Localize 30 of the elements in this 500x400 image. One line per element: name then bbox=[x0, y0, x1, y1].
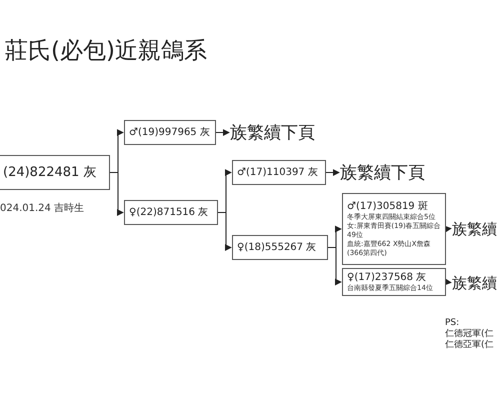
ring-number: ♀(22)871516 灰 bbox=[129, 206, 210, 219]
arrow bbox=[444, 278, 452, 286]
ring-number: ♂(19)997965 灰 bbox=[129, 126, 211, 139]
arrow bbox=[444, 226, 452, 233]
ring-number: ♀(17)237568 灰 bbox=[347, 271, 428, 284]
note-text: 仁德亞軍(仁 bbox=[445, 340, 494, 351]
pigeon-box bbox=[124, 120, 216, 145]
arrow bbox=[110, 172, 124, 216]
ring-number: ♂(17)305819 斑 bbox=[347, 200, 429, 213]
note-text: 族繁續下頁 bbox=[340, 162, 426, 182]
ring-number: (24)822481 灰 bbox=[3, 164, 98, 182]
pigeon-box bbox=[124, 200, 218, 225]
pigeon-box bbox=[0, 155, 110, 190]
arrow bbox=[218, 212, 232, 251]
note-text: PS: bbox=[445, 318, 460, 329]
ring-number: ♂(17)110397 灰 bbox=[237, 166, 319, 179]
note-text: 族繁續下頁 bbox=[230, 122, 316, 142]
arrow bbox=[326, 169, 340, 176]
birth-date-note: 024.01.24 吉時生 bbox=[0, 203, 84, 215]
note-text: 仁德冠軍(仁 bbox=[445, 329, 494, 340]
arrow bbox=[328, 247, 342, 286]
pigeon-box bbox=[342, 193, 446, 265]
ring-number: ♀(18)555267 灰 bbox=[237, 241, 318, 254]
pigeon-box bbox=[342, 268, 446, 296]
arrow bbox=[216, 129, 230, 136]
note-text: 族繁續 bbox=[452, 218, 498, 238]
diagram-title: 莊氏(必包)近親鴿系 bbox=[5, 37, 207, 66]
pigeon-box bbox=[232, 160, 326, 185]
note-text: 族繁續 bbox=[452, 272, 498, 292]
pigeon-box bbox=[232, 235, 328, 260]
